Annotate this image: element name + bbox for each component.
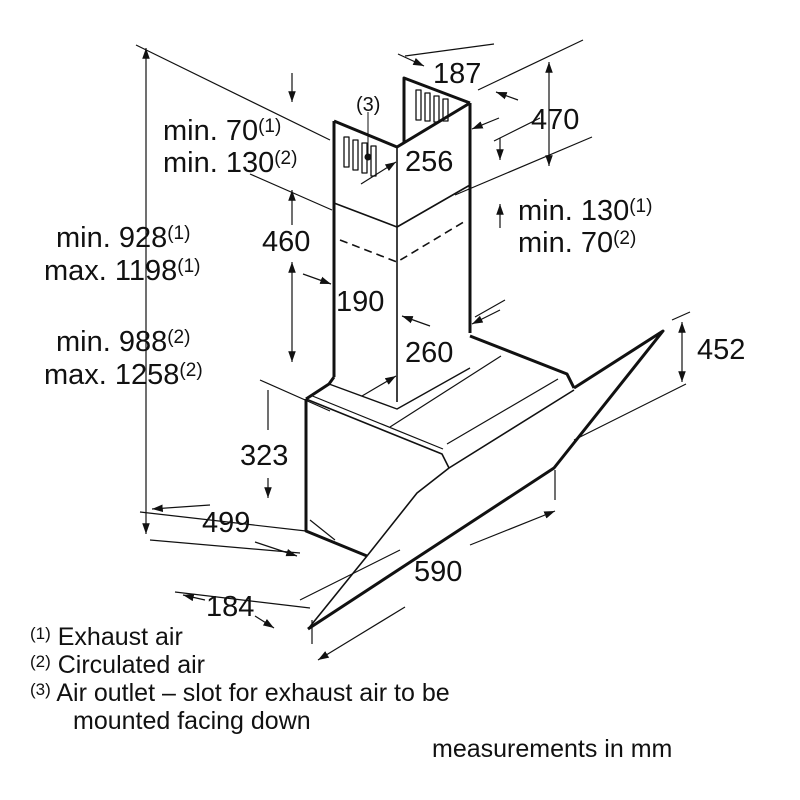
dim-hood-width: 590 [414, 556, 463, 588]
chimney [332, 76, 472, 402]
total-max-circulated: max. 1258(2) [44, 359, 203, 391]
air-outlet-vent-icon [343, 89, 449, 177]
dim-chimney-depth-top: 187 [433, 58, 482, 90]
dim-chimney-depth-lower: 260 [405, 337, 454, 369]
hood-body [304, 329, 665, 631]
clearance-top-exhaust: min. 70(1) [163, 115, 282, 147]
dim-front-depth: 184 [206, 591, 255, 623]
dim-body-height: 323 [240, 440, 289, 472]
clearance-top-circulated: min. 130(2) [163, 147, 298, 179]
dim-chimney-height-lower: 460 [262, 226, 311, 258]
legend-item: (1) Exhaust air [30, 623, 183, 651]
total-min-exhaust: min. 928(1) [56, 222, 191, 254]
total-min-circulated: min. 988(2) [56, 326, 191, 358]
air-outlet-ref: (3) [356, 94, 381, 116]
dim-chimney-width-lower: 190 [336, 286, 385, 318]
legend-item: (2) Circulated air [30, 651, 206, 679]
total-max-exhaust: max. 1198(1) [44, 255, 201, 287]
units-note: measurements in mm [432, 735, 673, 763]
dim-chimney-width-upper: 256 [405, 146, 454, 178]
legend-item: (3) Air outlet – slot for exhaust air to… [30, 679, 450, 707]
dimension-lines [135, 39, 691, 661]
dim-glass-height: 452 [697, 334, 746, 366]
dim-chimney-height-upper: 470 [531, 104, 580, 136]
dim-body-depth: 499 [202, 507, 251, 539]
clearance-right-exhaust: min. 130(1) [518, 195, 653, 227]
legend-item: mounted facing down [73, 707, 311, 735]
clearance-right-circulated: min. 70(2) [518, 227, 637, 259]
